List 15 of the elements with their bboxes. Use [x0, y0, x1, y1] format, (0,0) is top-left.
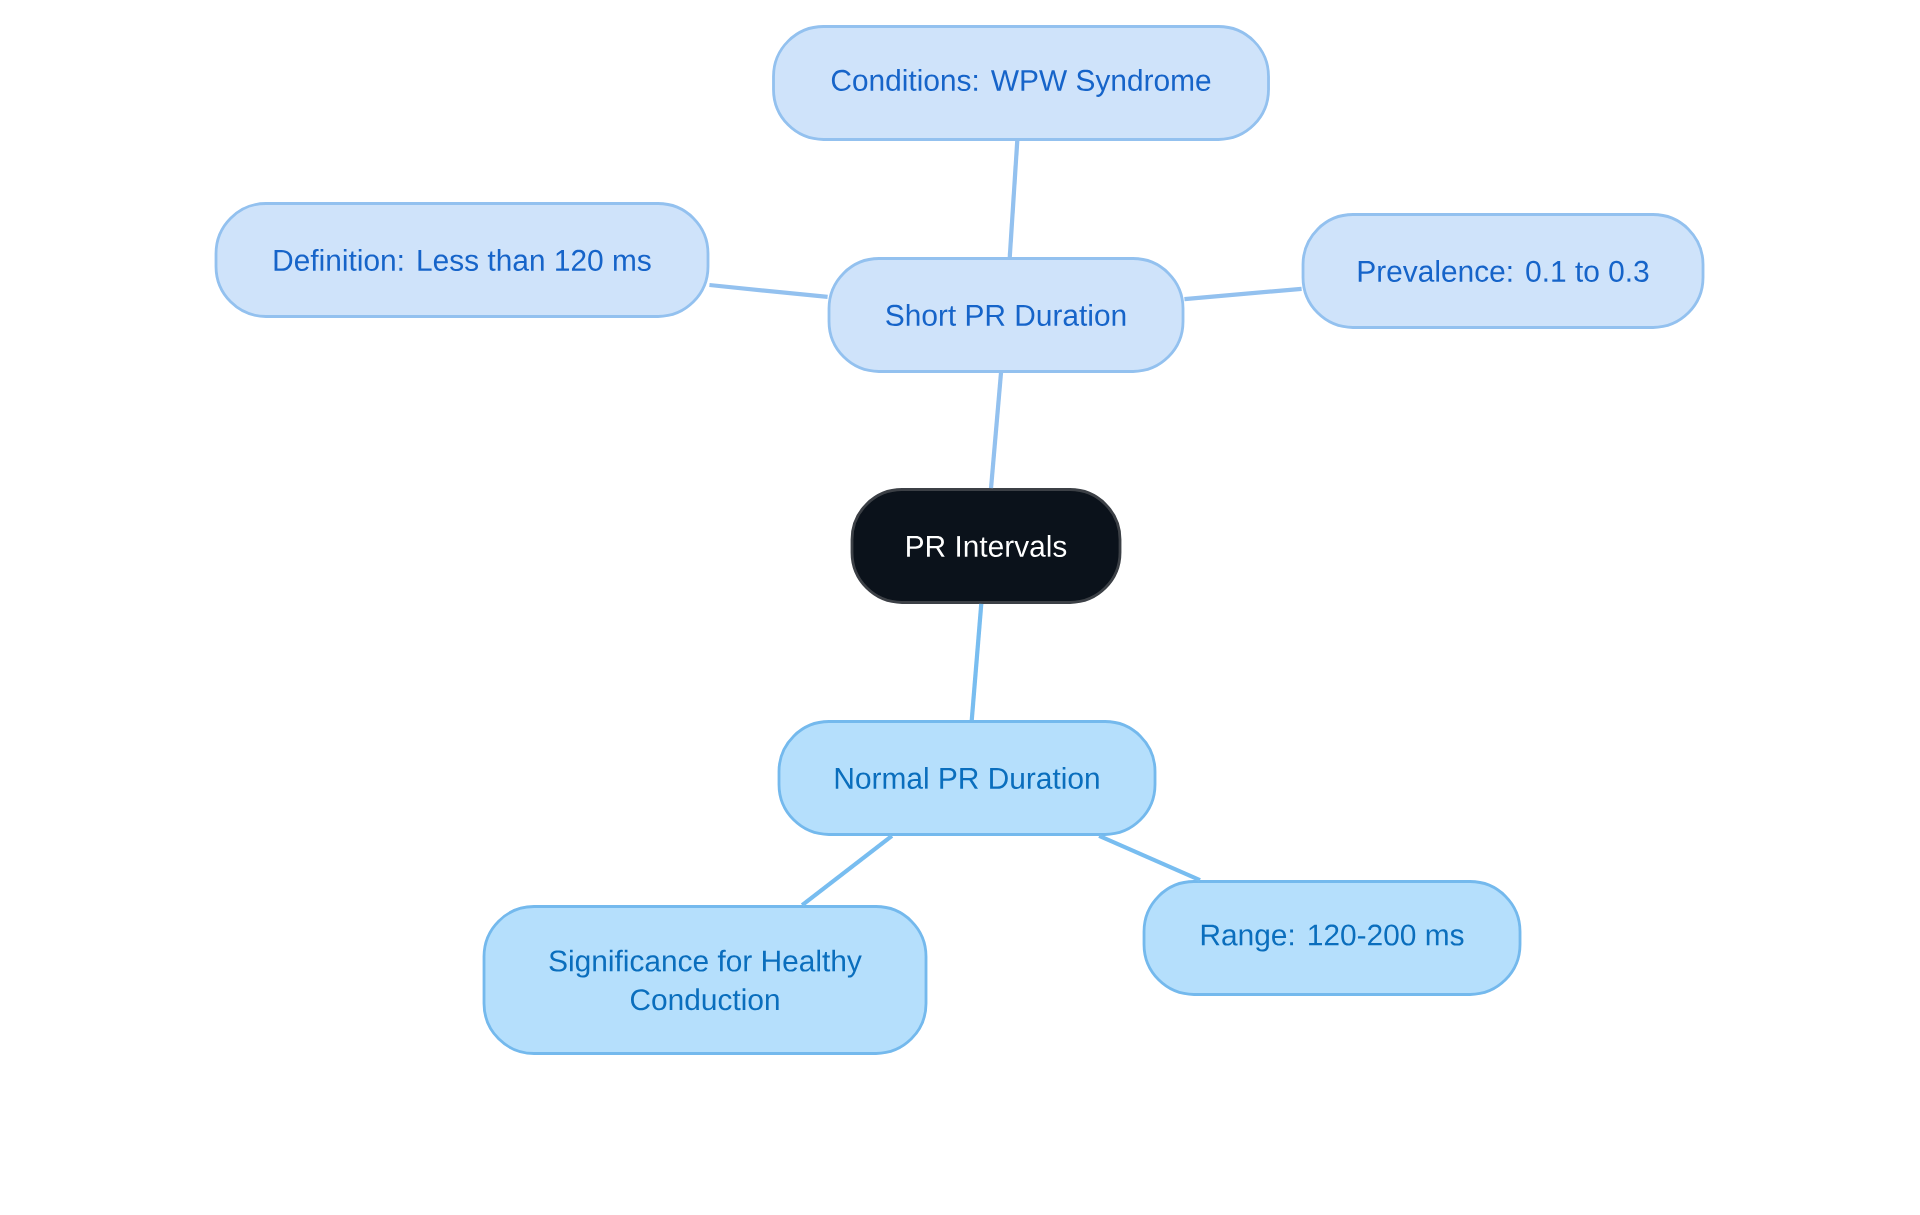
connector-line: [800, 834, 894, 907]
topic-box: Range: 120-200 ms: [1142, 880, 1522, 996]
topic-box: Conditions: WPW Syndrome: [772, 25, 1270, 141]
topic-box: Definition: Less than 120 ms: [214, 202, 710, 318]
connector-line: [1184, 286, 1302, 302]
connector-line: [709, 282, 828, 300]
connector-line: [969, 603, 984, 721]
connector-line: [1007, 140, 1020, 258]
topic-box: Significance for Healthy Conduction: [482, 905, 928, 1055]
root-topic-box: PR Intervals: [850, 488, 1122, 604]
topic-box: Normal PR Duration: [777, 720, 1157, 836]
topic-box: Prevalence: 0.1 to 0.3: [1301, 213, 1705, 329]
connector-line: [988, 372, 1004, 489]
connector-line: [1098, 833, 1201, 883]
topic-box: Short PR Duration: [827, 257, 1185, 373]
